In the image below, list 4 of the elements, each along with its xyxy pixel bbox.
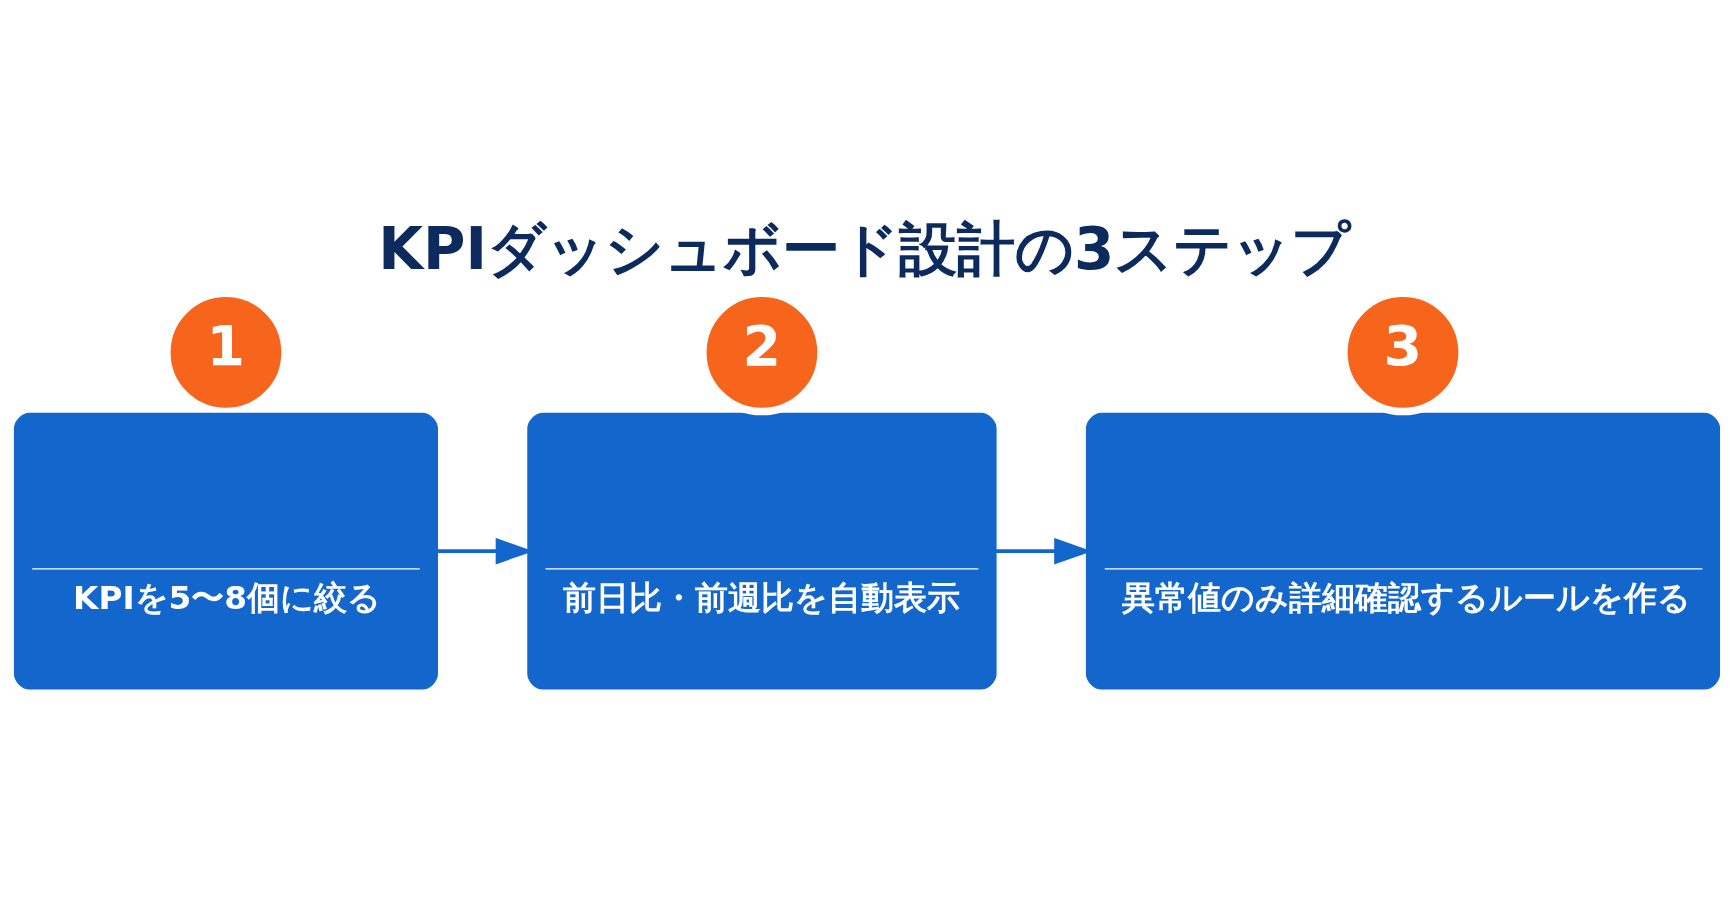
node-box: KPIを5〜8個に絞る — [13, 412, 438, 690]
node-box: 前日比・前週比を自動表示 — [527, 412, 997, 690]
node-box: 異常値のみ詳細確認するルールを作る — [1085, 412, 1721, 690]
diagram-title: KPIダッシュボード設計の3ステップ — [378, 214, 1351, 283]
